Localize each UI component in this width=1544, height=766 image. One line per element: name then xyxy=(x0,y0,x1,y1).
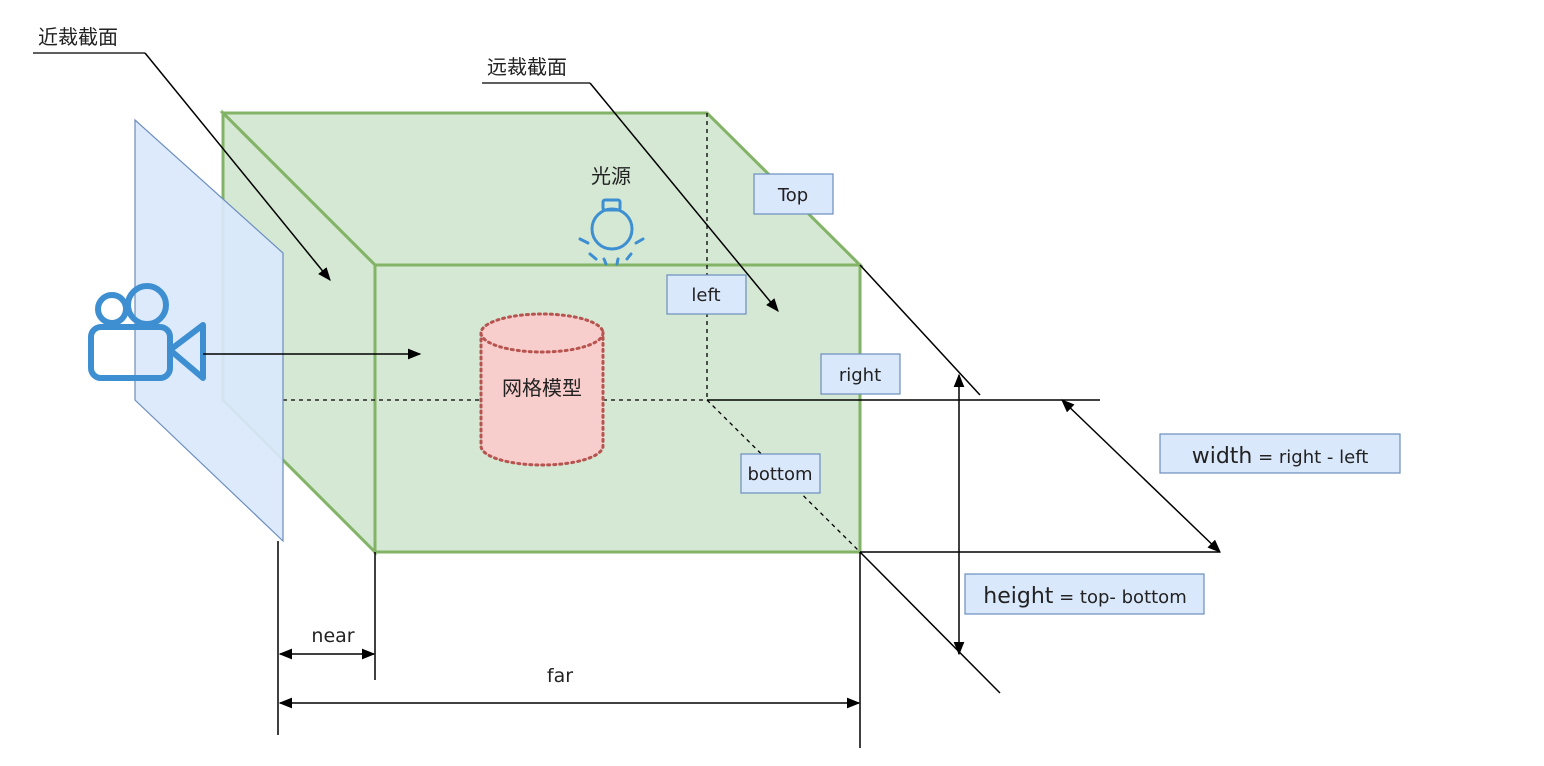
mesh-model-cylinder xyxy=(479,312,605,467)
height-dimension xyxy=(859,264,1001,694)
video-camera-icon xyxy=(88,283,206,381)
right-label-box: right xyxy=(820,353,901,395)
light-source-label: 光源 xyxy=(591,164,631,188)
near-plane-callout: 近裁截面 xyxy=(33,25,331,282)
top-label: Top xyxy=(777,185,808,206)
top-label-box: Top xyxy=(753,173,834,215)
frustum-front-face xyxy=(373,263,862,554)
near-far-dimensions xyxy=(277,541,861,748)
near-plane-label: 近裁截面 xyxy=(38,25,118,49)
width-dimension xyxy=(707,399,1221,553)
right-label: right xyxy=(839,365,881,386)
width-formula-box: width = right - left xyxy=(1159,433,1401,474)
near-clip-plane xyxy=(134,118,284,543)
height-formula-box: height = top- bottom xyxy=(964,573,1205,615)
left-label: left xyxy=(691,285,720,306)
far-plane-callout: 远裁截面 xyxy=(482,55,779,313)
far-label: far xyxy=(547,665,573,687)
mesh-model-label: 网格模型 xyxy=(502,376,582,400)
bottom-label-box: bottom xyxy=(740,453,821,494)
near-label: near xyxy=(311,625,354,647)
far-plane-label: 远裁截面 xyxy=(487,55,567,79)
left-label-box: left xyxy=(666,274,747,315)
frustum-box xyxy=(219,109,864,556)
bottom-label: bottom xyxy=(747,464,812,485)
width-formula: width = right - left xyxy=(1192,444,1369,469)
height-formula: height = top- bottom xyxy=(983,584,1186,609)
light-bulb-icon xyxy=(578,198,645,266)
